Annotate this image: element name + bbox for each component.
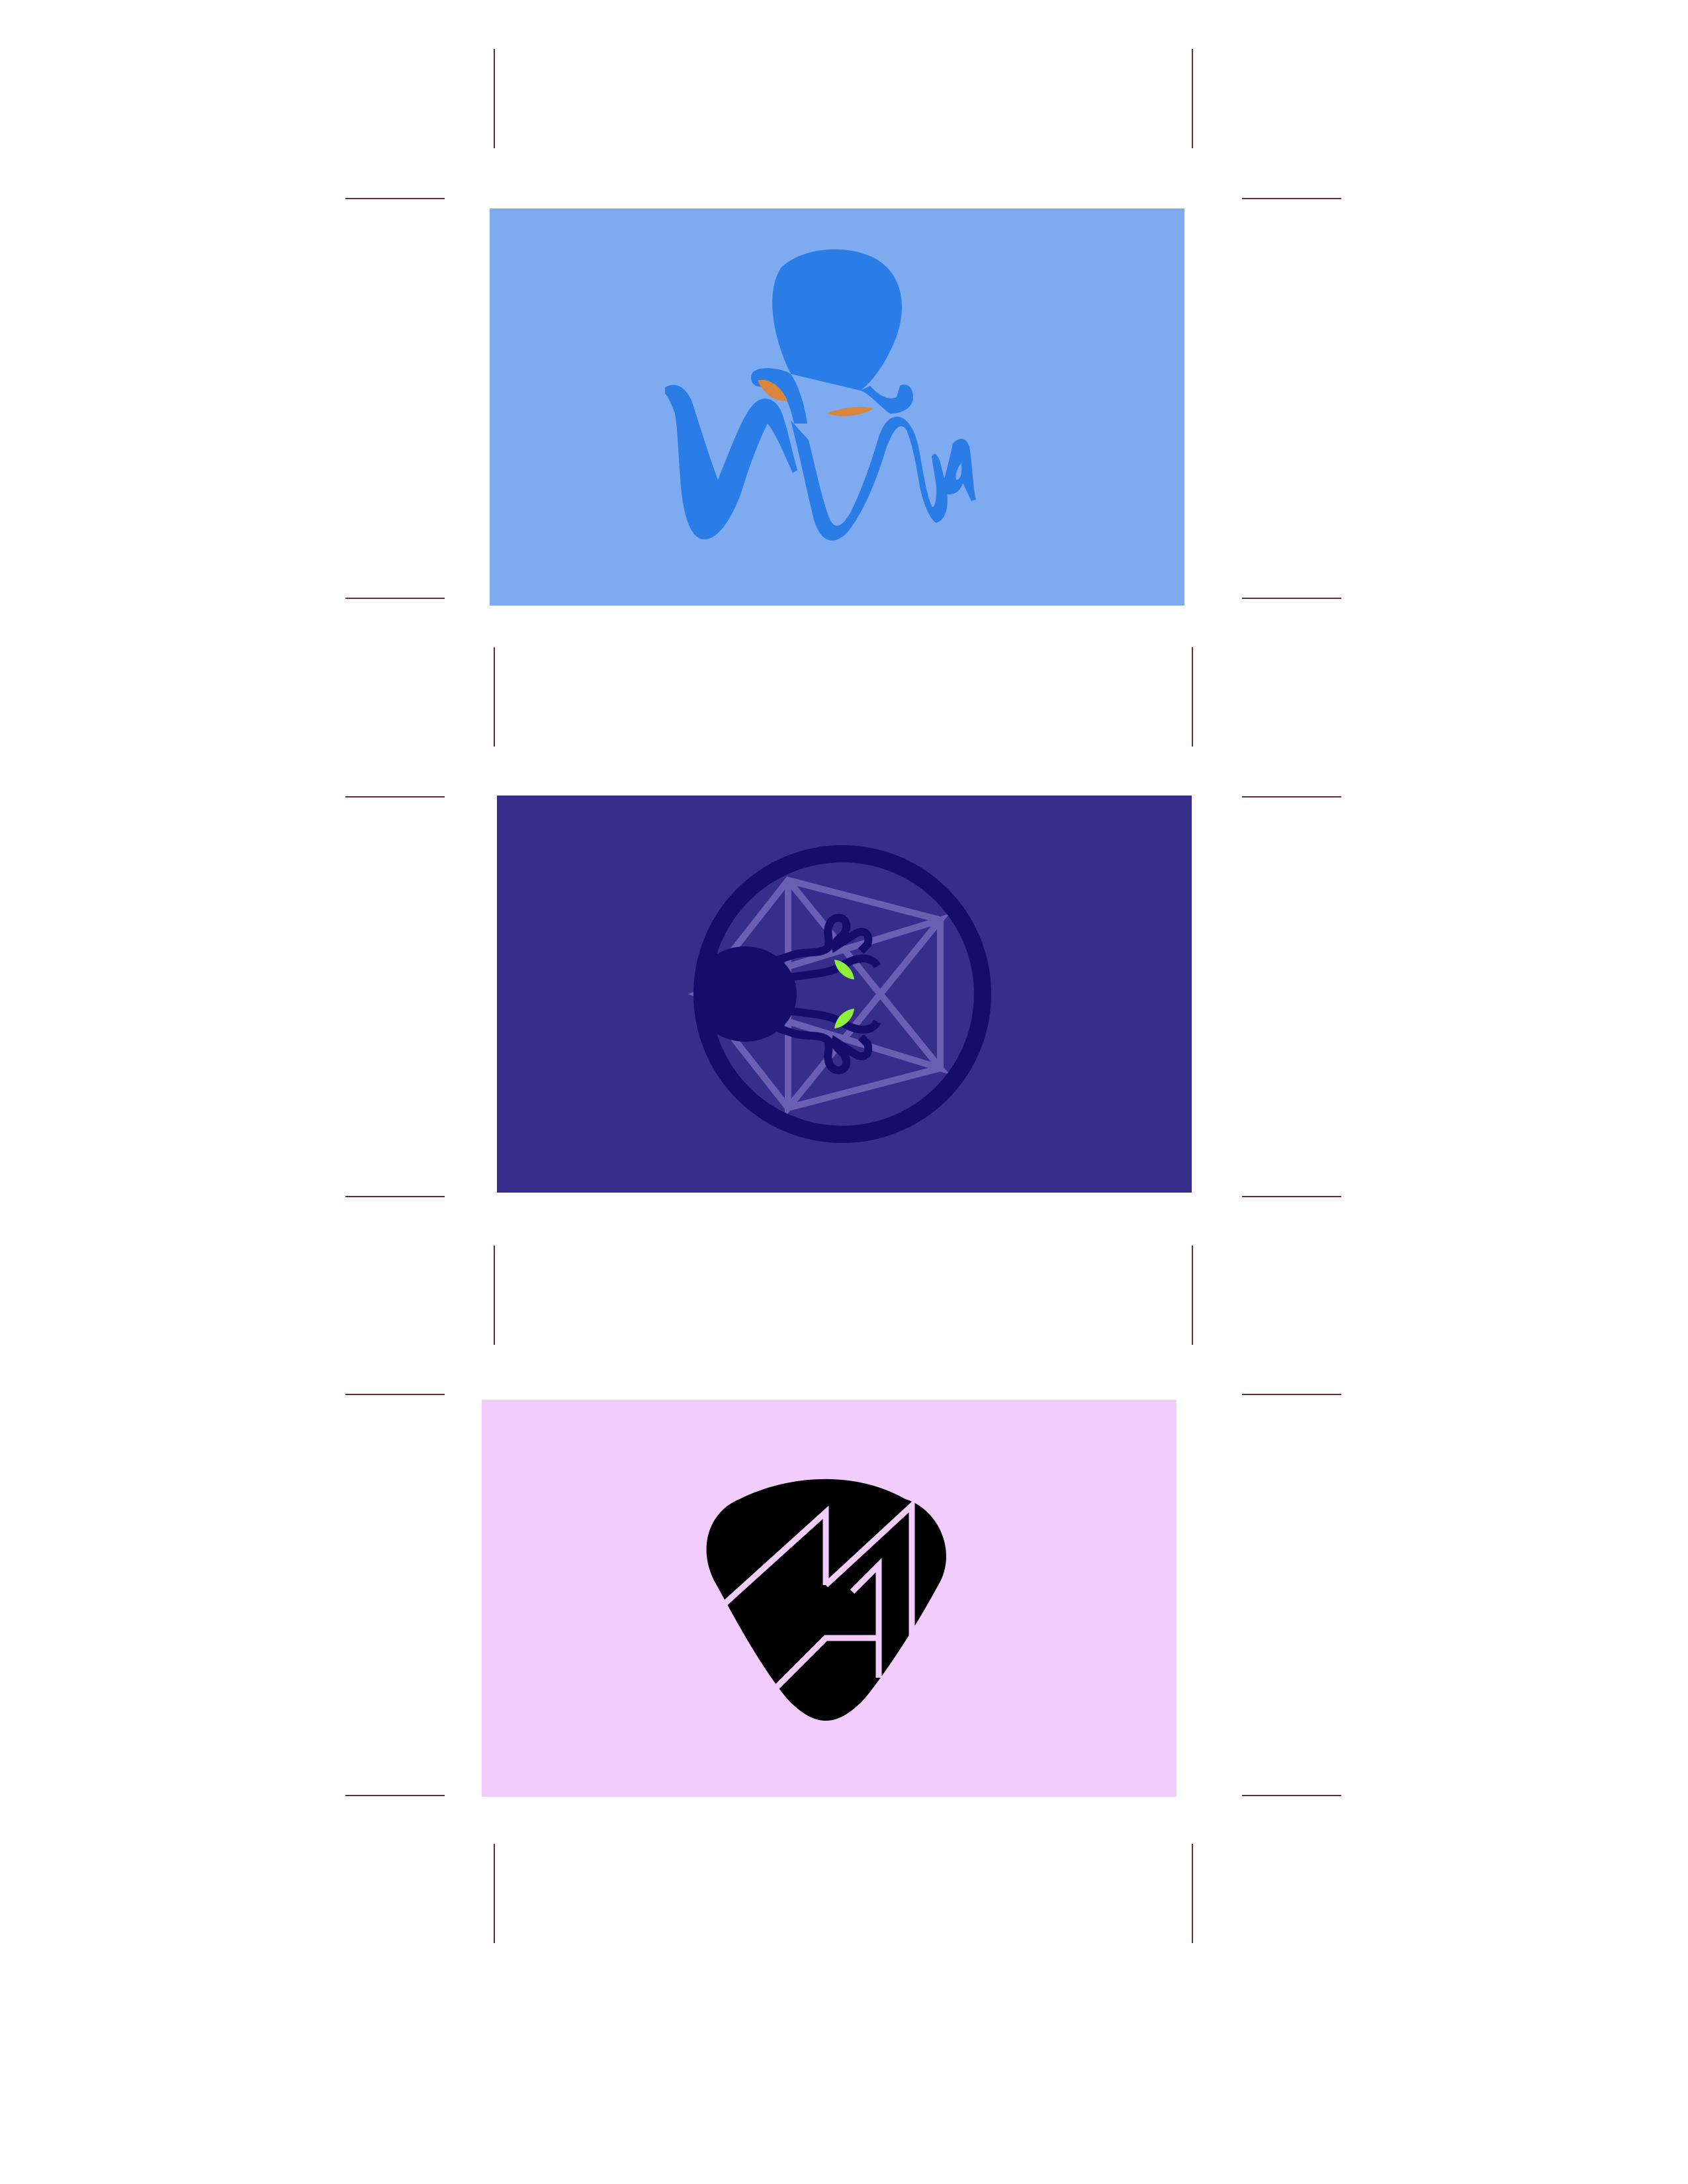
crop-mark: [494, 647, 495, 747]
octopus-wordmark-logo: [490, 208, 1184, 606]
crop-mark: [1242, 598, 1341, 599]
crop-mark: [345, 1795, 445, 1796]
guitar-pick-monogram-card: [482, 1400, 1177, 1797]
crop-mark: [1242, 796, 1341, 797]
octopus-eyes: [758, 379, 873, 416]
crop-mark: [494, 1844, 495, 1943]
crop-mark: [494, 1246, 495, 1345]
crop-mark: [1242, 198, 1341, 199]
crop-mark: [1192, 1246, 1193, 1345]
crop-mark: [345, 1196, 445, 1197]
eye-left: [758, 379, 787, 401]
octopus-pentagram-card: [497, 796, 1192, 1193]
octopus-icon: [665, 249, 976, 541]
eye-upper: [834, 960, 854, 979]
crop-mark: [494, 49, 495, 148]
crop-mark: [1242, 1196, 1341, 1197]
octopus-pentagram-logo: [497, 796, 1192, 1193]
crop-mark: [345, 198, 445, 199]
crop-mark: [1192, 49, 1193, 148]
eye-lower: [834, 1009, 854, 1028]
crop-mark: [1242, 1795, 1341, 1796]
guitar-pick-icon: [706, 1479, 946, 1721]
eye-right: [827, 407, 873, 416]
octopus-wordmark-card: [490, 208, 1184, 606]
monogram-icon: [721, 1498, 915, 1694]
crop-mark: [1242, 1394, 1341, 1395]
crop-mark: [345, 1394, 445, 1395]
crop-mark: [1192, 647, 1193, 747]
guitar-pick-monogram-logo: [482, 1400, 1177, 1797]
crop-mark: [345, 796, 445, 797]
crop-mark: [345, 598, 445, 599]
octopus-eyes: [834, 960, 854, 1028]
crop-mark: [1192, 1844, 1193, 1943]
